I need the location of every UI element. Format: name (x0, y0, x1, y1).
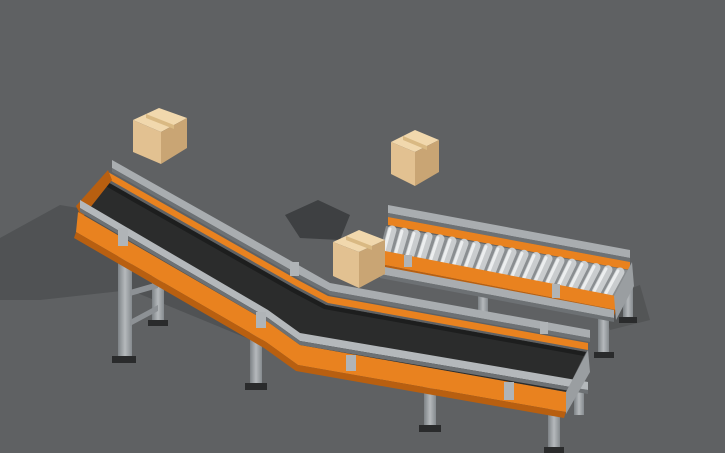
box-front (391, 142, 415, 186)
roller (428, 234, 445, 266)
roller-highlight (499, 249, 512, 275)
belt-leg (548, 408, 560, 453)
rail-brackets (118, 228, 514, 400)
box-tape (403, 136, 427, 150)
box-side (359, 240, 385, 288)
roller (568, 260, 589, 292)
roller-highlight (511, 251, 524, 277)
roller-leg (598, 315, 609, 357)
roller (451, 238, 469, 270)
cardboard-box[interactable] (333, 230, 385, 288)
roller-highlight (487, 247, 500, 273)
roller (486, 245, 505, 277)
roller-highlight (452, 240, 464, 266)
roller-foot (619, 317, 637, 323)
roller (474, 243, 493, 275)
roller (393, 227, 409, 259)
roller-highlight (557, 260, 572, 286)
roller-highlight (405, 231, 416, 257)
roller (463, 240, 481, 272)
roller (381, 225, 397, 257)
roller (404, 229, 421, 261)
box-shadow (285, 200, 350, 240)
roller-highlight (522, 254, 536, 280)
box-front (333, 242, 359, 288)
roller-frame-back (388, 217, 630, 270)
roller-highlight (417, 234, 428, 260)
roller-highlight (546, 258, 560, 284)
rail-bracket (256, 312, 266, 328)
roller-highlight (394, 229, 404, 255)
roller (416, 232, 433, 264)
roller (498, 247, 517, 279)
box-tape (146, 114, 174, 129)
roller-highlight (440, 238, 452, 264)
roller-highlight (592, 267, 608, 293)
roller (591, 265, 613, 297)
roller-leg (478, 290, 488, 316)
roller-front-rail (380, 274, 614, 322)
belt-frame-front (76, 212, 566, 412)
roller (603, 267, 625, 299)
roller-highlight (581, 265, 596, 291)
roller-highlight (429, 236, 440, 262)
box-tape (346, 236, 372, 250)
roller (439, 236, 457, 268)
roller-front-rail (380, 266, 614, 318)
cardboard-box[interactable] (391, 130, 439, 186)
rail-bracket (118, 228, 128, 246)
belt-surface (80, 180, 586, 392)
rail-bracket (540, 322, 548, 334)
roller-end-cap (614, 262, 634, 320)
box-side (415, 140, 439, 186)
belt-head-end (566, 350, 590, 414)
roller (533, 254, 553, 286)
roller-back-rail (388, 213, 630, 262)
leg-brace (130, 305, 158, 326)
rail-bracket (290, 262, 299, 276)
roller-back-rail (388, 205, 630, 258)
leg-brace (130, 282, 158, 296)
rail-bracket (504, 382, 514, 400)
belt-leg (118, 255, 132, 360)
belt-foot (245, 383, 267, 390)
rail-bracket (346, 355, 356, 371)
roller (510, 249, 529, 281)
roller-highlight (569, 262, 584, 288)
rollers (381, 225, 625, 299)
belt-foot (112, 356, 136, 363)
belt-foot (148, 320, 168, 326)
roller-highlight (464, 242, 476, 268)
roller-conveyor (380, 205, 637, 358)
roller (521, 252, 541, 284)
back-rail-brackets (290, 262, 548, 334)
roller (580, 263, 601, 295)
roller-leg (623, 286, 633, 322)
roller-highlight (534, 256, 548, 282)
roller (556, 258, 577, 290)
roller-highlight (475, 245, 488, 271)
belt-foot (544, 447, 564, 453)
roller-bracket (404, 255, 412, 267)
belt-leg (424, 385, 436, 430)
box-front (133, 120, 161, 164)
cardboard-box[interactable] (133, 108, 187, 164)
box-side (161, 118, 187, 164)
roller-bracket (552, 284, 560, 298)
inclined-belt-conveyor (74, 160, 590, 453)
belt-leg (574, 380, 584, 415)
roller-foot (594, 352, 614, 358)
roller-highlight (604, 269, 620, 295)
belt-foot (419, 425, 441, 432)
roller (545, 256, 565, 288)
